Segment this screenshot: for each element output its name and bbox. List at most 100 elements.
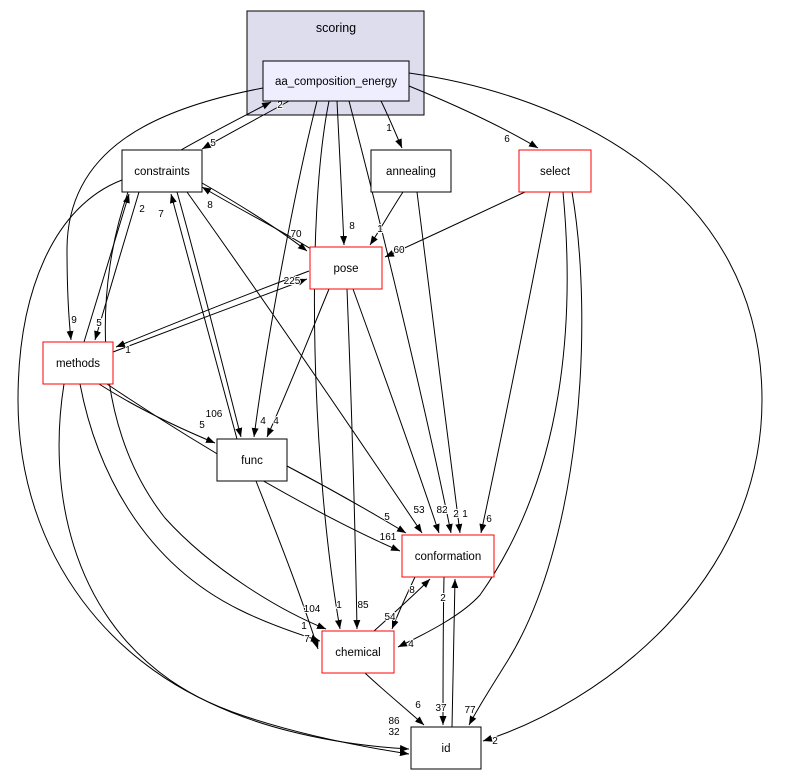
edge-label-methods-constraints: 2 bbox=[139, 204, 145, 215]
edge-methods-chemical bbox=[79, 383, 321, 642]
edge-constraints-pose bbox=[201, 182, 308, 252]
edge-label-constraints-id: 32 bbox=[388, 727, 400, 738]
node-select[interactable] bbox=[518, 149, 592, 193]
edge-func-chemical bbox=[255, 480, 319, 650]
edge-label-aa_composition_energy-id: 2 bbox=[492, 736, 498, 747]
edge-label-aa_composition_energy-pose: 8 bbox=[349, 221, 355, 232]
edge-pose-constraints bbox=[201, 186, 312, 250]
edge-label-chemical-id: 6 bbox=[415, 700, 421, 711]
edge-label-pose-methods: 1 bbox=[125, 345, 131, 356]
edge-label-pose-constraints: 8 bbox=[207, 200, 213, 211]
edge-label-aa_composition_energy-annealing: 1 bbox=[386, 123, 392, 134]
edge-aa_composition_energy-pose bbox=[336, 100, 348, 246]
edge-aa_composition_energy-constraints bbox=[201, 100, 290, 150]
edge-label-constraints-conformation: 53 bbox=[413, 505, 425, 516]
edge-aa_composition_energy-func bbox=[251, 100, 318, 438]
edge-label-constraints-methods: 5 bbox=[96, 318, 102, 329]
edge-label-methods-conformation: 161 bbox=[380, 532, 397, 543]
edge-label-select-chemical: 4 bbox=[408, 639, 414, 650]
edge-constraints-methods bbox=[94, 191, 140, 341]
edge-label-constraints-pose: 70 bbox=[290, 229, 302, 240]
edge-label-annealing-conformation: 1 bbox=[462, 509, 468, 520]
node-label-conformation[interactable]: conformation bbox=[415, 551, 481, 563]
node-conformation[interactable] bbox=[401, 534, 495, 578]
node-label-pose[interactable]: pose bbox=[334, 263, 359, 275]
edge-label-func-constraints: 7 bbox=[158, 209, 164, 220]
edge-label-constraints-func: 106 bbox=[206, 409, 223, 420]
edge-annealing-pose bbox=[369, 191, 404, 246]
edge-constraints-conformation bbox=[186, 191, 423, 534]
cluster-scoring-label[interactable]: scoring bbox=[316, 21, 356, 35]
edge-label-annealing-pose: 1 bbox=[377, 224, 383, 235]
edge-label-aa_composition_energy-conformation: 2 bbox=[453, 509, 459, 520]
edge-select-pose bbox=[384, 191, 526, 258]
edge-label-pose-conformation: 82 bbox=[436, 505, 448, 516]
edge-label-chemical-conformation: 8 bbox=[409, 585, 415, 596]
node-constraints[interactable] bbox=[121, 149, 203, 193]
edge-label-pose-func: 4 bbox=[273, 416, 279, 427]
edge-select-chemical bbox=[397, 191, 568, 648]
edge-id-conformation bbox=[451, 578, 459, 728]
edge-chemical-id bbox=[364, 672, 425, 726]
node-label-id[interactable]: id bbox=[442, 743, 451, 755]
edge-chemical-conformation bbox=[373, 578, 431, 632]
node-annealing[interactable] bbox=[370, 149, 452, 193]
edge-label-select-pose: 60 bbox=[393, 245, 405, 256]
edge-label-aa_composition_energy-select: 6 bbox=[504, 134, 510, 145]
edge-constraints-chemical bbox=[104, 191, 327, 630]
edge-label-aa_composition_energy-methods: 9 bbox=[71, 315, 77, 326]
node-label-constraints[interactable]: constraints bbox=[134, 166, 190, 178]
edge-label-methods-func: 5 bbox=[199, 420, 205, 431]
edge-label-aa_composition_energy-constraints: 5 bbox=[210, 138, 216, 149]
node-func[interactable] bbox=[216, 438, 288, 482]
node-label-func[interactable]: func bbox=[241, 455, 263, 467]
edge-conformation-chemical bbox=[391, 576, 416, 630]
edge-label-conformation-id: 37 bbox=[435, 703, 447, 714]
edge-aa_composition_energy-select bbox=[408, 85, 539, 149]
node-label-select[interactable]: select bbox=[540, 166, 571, 178]
edge-label-methods-pose: 225 bbox=[284, 276, 301, 287]
edge-func-conformation bbox=[286, 465, 407, 534]
node-id[interactable] bbox=[410, 726, 482, 770]
edge-constraints-func bbox=[176, 191, 243, 438]
edge-label-pose-chemical: 85 bbox=[357, 600, 369, 611]
edge-label-id-conformation: 2 bbox=[440, 593, 446, 604]
edge-aa_composition_energy-chemical bbox=[313, 100, 342, 630]
edge-label-select-id: 77 bbox=[464, 705, 476, 716]
edge-constraints-id bbox=[17, 179, 410, 757]
node-label-annealing[interactable]: annealing bbox=[386, 166, 436, 178]
edge-aa_composition_energy-conformation bbox=[348, 100, 453, 534]
edge-label-conformation-chemical: 54 bbox=[384, 612, 396, 623]
node-label-methods[interactable]: methods bbox=[56, 358, 100, 370]
edge-conformation-id bbox=[439, 576, 447, 726]
edge-label-aa_composition_energy-chemical: 1 bbox=[336, 600, 342, 611]
node-label-aa_composition_energy[interactable]: aa_composition_energy bbox=[275, 76, 397, 88]
edge-label-constraints-chemical: 104 bbox=[304, 604, 321, 615]
edge-annealing-conformation bbox=[416, 191, 463, 534]
edge-pose-func bbox=[266, 288, 330, 438]
edge-methods-func bbox=[98, 383, 216, 444]
edge-pose-conformation bbox=[352, 288, 440, 534]
edge-pose-chemical bbox=[346, 288, 361, 630]
edge-label-func-chemical: 7 bbox=[304, 634, 310, 645]
edge-label-select-conformation: 6 bbox=[486, 514, 492, 525]
node-chemical[interactable] bbox=[321, 630, 395, 674]
edge-pose-methods bbox=[115, 270, 310, 348]
edge-constraints-aa_composition_energy bbox=[180, 101, 272, 151]
edge-label-aa_composition_energy-func: 4 bbox=[260, 416, 266, 427]
edge-select-conformation bbox=[479, 191, 551, 534]
edge-aa_composition_energy-methods bbox=[66, 87, 264, 341]
edge-label-methods-chemical: 1 bbox=[301, 621, 307, 632]
node-pose[interactable] bbox=[309, 246, 383, 290]
edge-select-id bbox=[468, 191, 583, 726]
edge-label-func-conformation: 5 bbox=[384, 512, 390, 523]
edge-label-constraints-aa_composition_energy: 2 bbox=[277, 100, 283, 111]
node-aa_composition_energy[interactable] bbox=[262, 60, 410, 102]
edge-func-constraints bbox=[169, 193, 238, 440]
node-label-chemical[interactable]: chemical bbox=[335, 647, 380, 659]
edge-methods-constraints bbox=[83, 193, 130, 343]
edge-aa_composition_energy-annealing bbox=[380, 100, 403, 149]
node-methods[interactable] bbox=[42, 341, 114, 385]
